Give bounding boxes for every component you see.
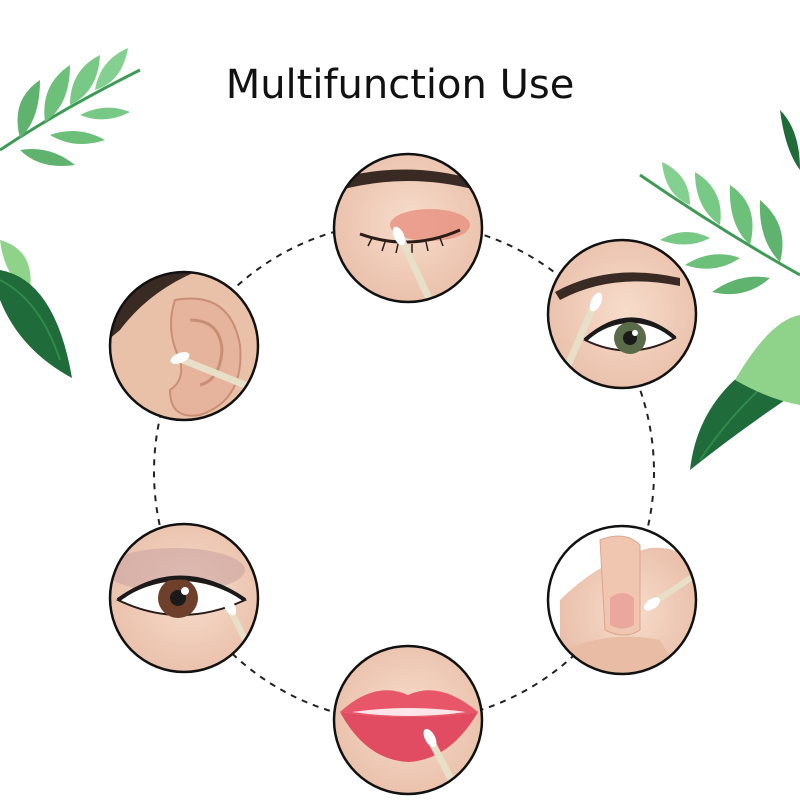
leaf-left-icon (0, 48, 141, 378)
use-nails-icon (546, 524, 698, 676)
use-eyelid-icon (332, 152, 484, 304)
use-ear-icon (108, 270, 260, 422)
use-lips-icon (332, 644, 484, 796)
use-eye-corner-icon (546, 238, 698, 390)
page-title: Multifunction Use (225, 62, 575, 108)
leaf-right-icon (639, 110, 800, 470)
use-lower-lash-icon (108, 522, 260, 674)
